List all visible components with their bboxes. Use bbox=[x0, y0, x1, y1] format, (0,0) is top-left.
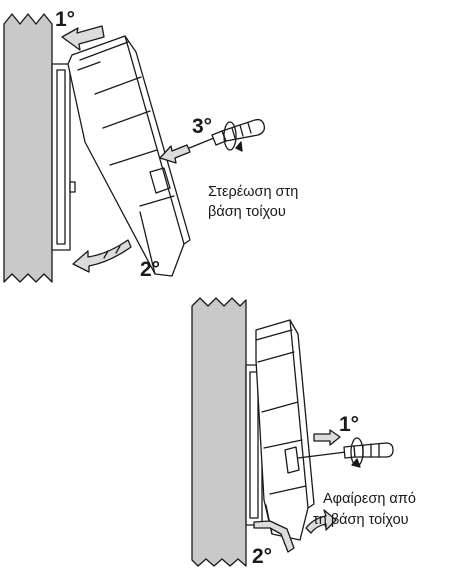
wall-bracket-top bbox=[51, 63, 76, 251]
screwdriver-bottom bbox=[297, 437, 394, 468]
push-arrow-top bbox=[61, 25, 105, 51]
step-1-label-top: 1° bbox=[55, 8, 75, 31]
step-3-label-top: 3° bbox=[192, 115, 212, 138]
step-2-label-bottom: 2° bbox=[252, 545, 272, 568]
wall-section-bottom bbox=[191, 297, 247, 567]
thermostat-device-bottom bbox=[255, 319, 315, 541]
step-1-label-bottom: 1° bbox=[339, 413, 359, 436]
wall-section-top bbox=[3, 13, 53, 283]
screw-arrow-top bbox=[159, 144, 191, 164]
rotate-arrow-bottom bbox=[253, 509, 337, 553]
rotate-arrow-top bbox=[72, 239, 132, 273]
bottom-removal-figure: 1° 2° Αφαίρεση από τη βάση τοίχου bbox=[191, 297, 416, 568]
top-mounting-figure: 1° 2° 3° Στερέωση στη βάση τοίχου bbox=[3, 8, 298, 283]
step-2-label-top: 2° bbox=[140, 258, 160, 281]
screw-arrow-bottom bbox=[313, 429, 341, 446]
caption-remove-line1: Αφαίρεση από bbox=[323, 491, 416, 507]
caption-remove-line2: τη βάση τοίχου bbox=[313, 512, 409, 528]
caption-mount-line1: Στερέωση στη bbox=[208, 184, 298, 200]
caption-mount-line2: βάση τοίχου bbox=[208, 204, 286, 220]
thermostat-device-top bbox=[67, 35, 191, 277]
